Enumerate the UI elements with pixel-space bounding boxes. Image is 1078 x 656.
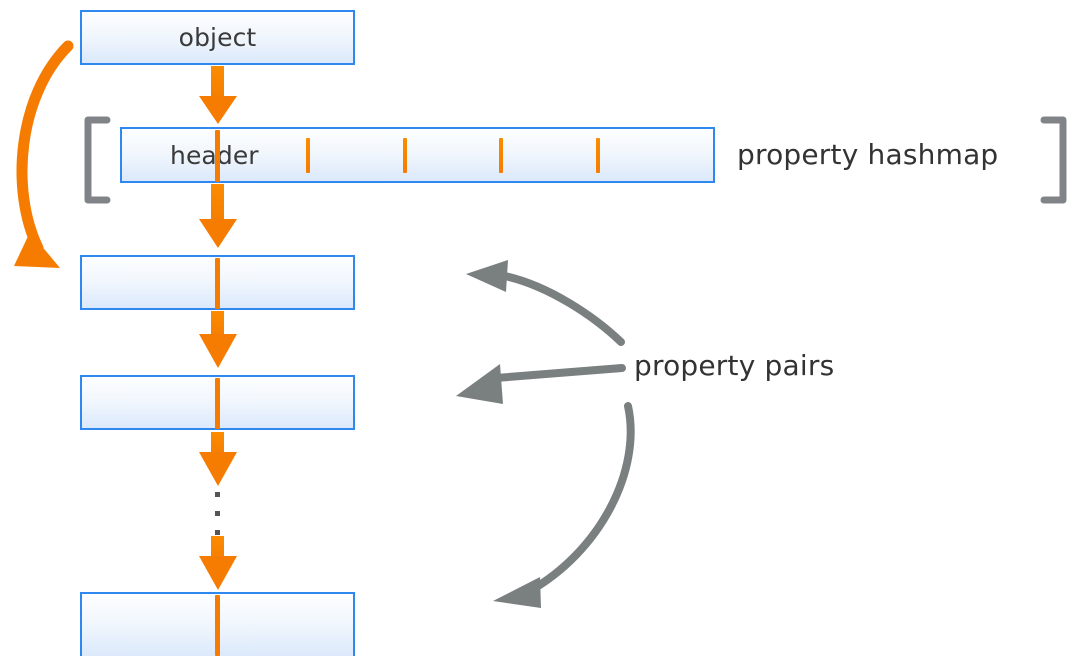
orange-arrow-object-to-header-icon — [199, 66, 237, 124]
hashmap-slot-divider-3 — [499, 138, 503, 173]
orange-arrow-pair1-to-pair2-icon — [199, 311, 237, 368]
object-box-label: object — [178, 23, 257, 52]
chain-line-through-pair2 — [215, 378, 220, 429]
ellipsis-dot-2 — [215, 511, 220, 516]
left-bracket-icon — [84, 116, 111, 204]
property-pairs-label: property pairs — [634, 349, 835, 382]
orange-arrow-header-to-pair1-icon — [199, 184, 237, 248]
property-hashmap-label: property hashmap — [737, 138, 999, 171]
hashmap-slot-divider-4 — [596, 138, 600, 173]
ellipsis-dot-1 — [215, 492, 220, 497]
gray-callout-arrow-lower-icon — [493, 402, 635, 608]
header-label: header — [170, 141, 259, 170]
gray-callout-arrow-upper-icon — [466, 260, 625, 346]
ellipsis-dot-3 — [215, 530, 220, 535]
gray-callout-arrow-middle-icon — [456, 364, 626, 404]
hashmap-slot-divider-2 — [403, 138, 407, 173]
chain-line-through-pair1 — [215, 258, 220, 309]
orange-curved-arrow-icon — [14, 40, 74, 268]
orange-arrow-ellipsis-to-pair3-icon — [199, 536, 237, 590]
orange-arrow-pair2-to-ellipsis-icon — [199, 432, 237, 486]
hashmap-slot-divider-1 — [306, 138, 310, 173]
chain-line-through-hashmap — [215, 130, 220, 182]
right-bracket-icon — [1040, 116, 1067, 204]
chain-line-through-pair3 — [215, 595, 220, 656]
object-box: object — [80, 10, 355, 65]
